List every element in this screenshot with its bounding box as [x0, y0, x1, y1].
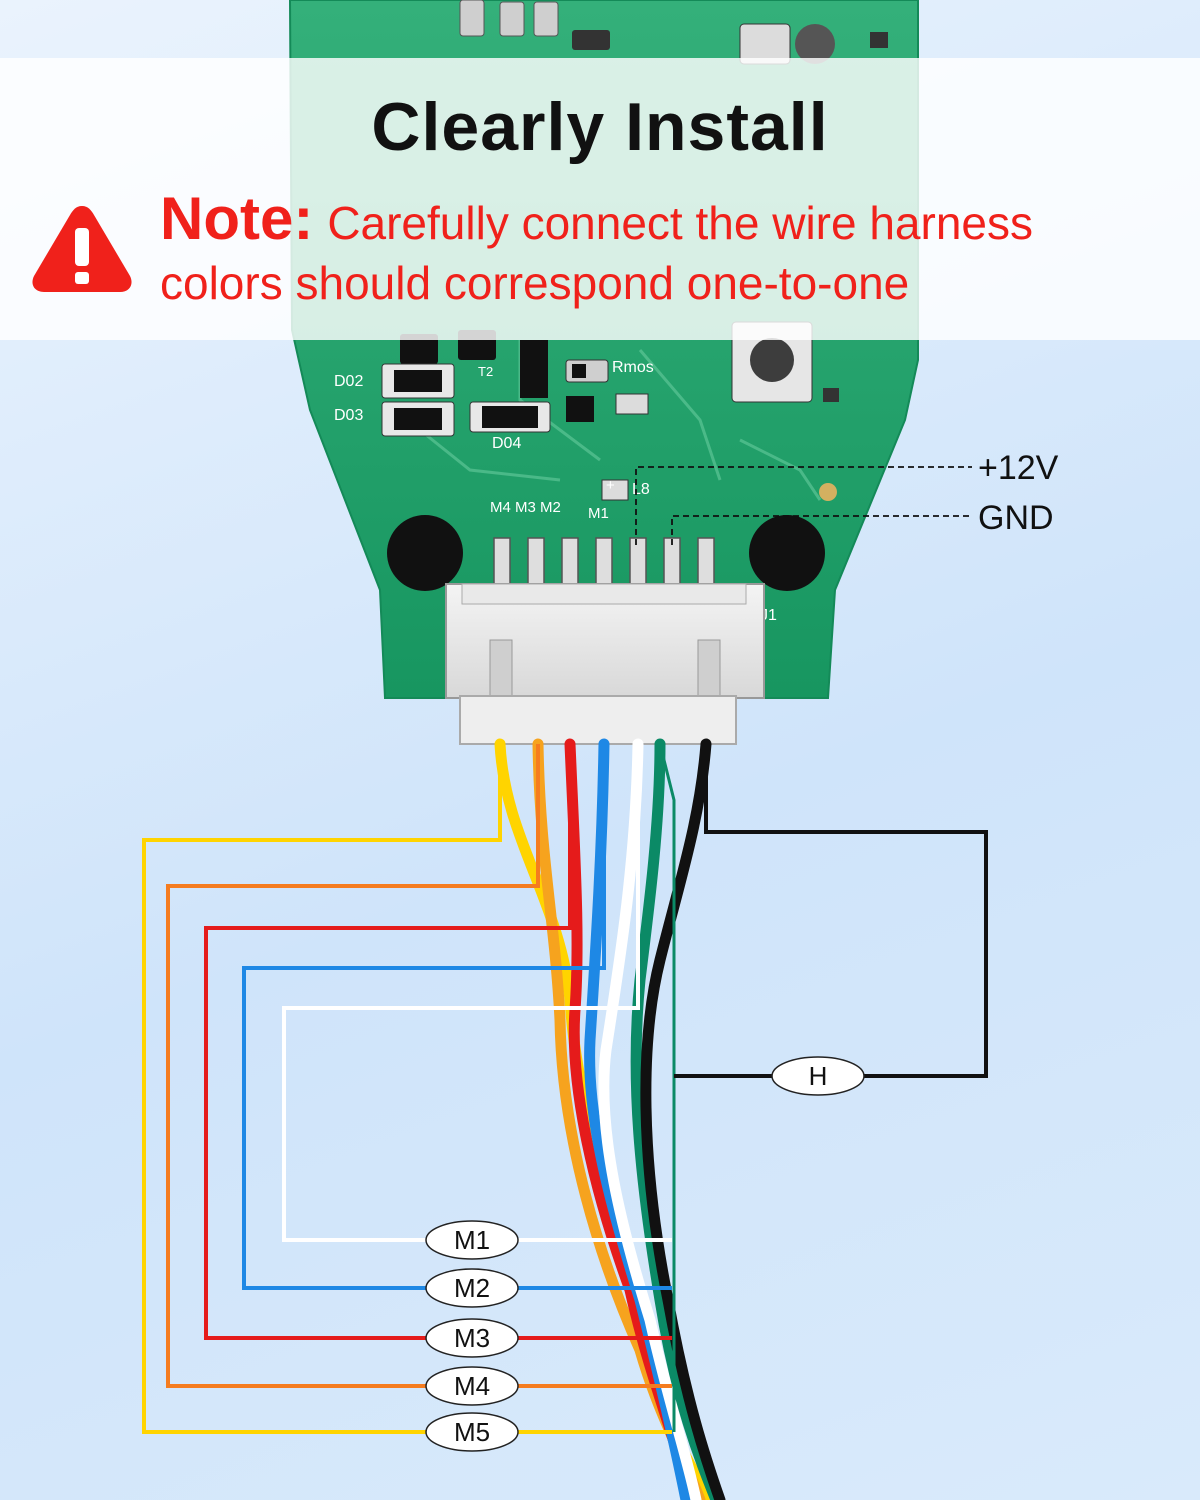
wire-harness-bundle [494, 738, 726, 1500]
note-line-2: colors should correspond one-to-one [160, 257, 910, 309]
pcb-traces [419, 340, 822, 501]
m2-line [242, 744, 672, 1290]
wire-label-m2: M2 [425, 1268, 519, 1308]
wire-label-m1-text: M1 [454, 1225, 490, 1255]
jst-connector [445, 583, 765, 745]
silk-d03: D03 [334, 407, 363, 424]
warning-icon [32, 206, 132, 292]
label-12v: +12V [978, 449, 1059, 487]
note-text-1: Carefully connect the wire harness [327, 197, 1033, 249]
m4-line [166, 744, 672, 1388]
silk-d02: D02 [334, 373, 363, 390]
pcb-components [381, 0, 888, 591]
m1-line [282, 744, 672, 1242]
page-title: Clearly Install [371, 89, 829, 165]
m3-line [204, 744, 672, 1340]
silk-plus: + [606, 477, 615, 494]
wire-label-m5-text: M5 [454, 1417, 490, 1447]
wire-label-m4-text: M4 [454, 1371, 490, 1401]
silk-t2: T2 [478, 364, 493, 379]
wire-label-m4: M4 [425, 1366, 519, 1406]
wire-label-m2-text: M2 [454, 1273, 490, 1303]
h-line [674, 744, 988, 1078]
silk-rmos: Rmos [612, 359, 654, 376]
silk-l8: L8 [632, 481, 650, 498]
m5-line [142, 744, 672, 1434]
note-label: Note: [160, 185, 314, 252]
power-callouts [635, 466, 972, 545]
wire-label-m3-text: M3 [454, 1323, 490, 1353]
header-banner [0, 58, 1200, 340]
note-line-1: Note:Carefully connect the wire harness [160, 184, 1033, 253]
schematic-lines [142, 743, 988, 1434]
wire-label-m3: M3 [425, 1318, 519, 1358]
silk-m1: M1 [588, 505, 609, 522]
label-gnd: GND [978, 499, 1054, 537]
wire-label-h: H [771, 1056, 865, 1096]
header-pins [493, 537, 715, 589]
gnd-common-line [658, 743, 676, 1432]
wire-label-m5: M5 [425, 1412, 519, 1452]
silk-pins: M4 M3 M2 [490, 499, 561, 516]
wire-label-h-text: H [809, 1061, 828, 1091]
wire-label-m1: M1 [425, 1220, 519, 1260]
silk-d04: D04 [492, 435, 521, 452]
